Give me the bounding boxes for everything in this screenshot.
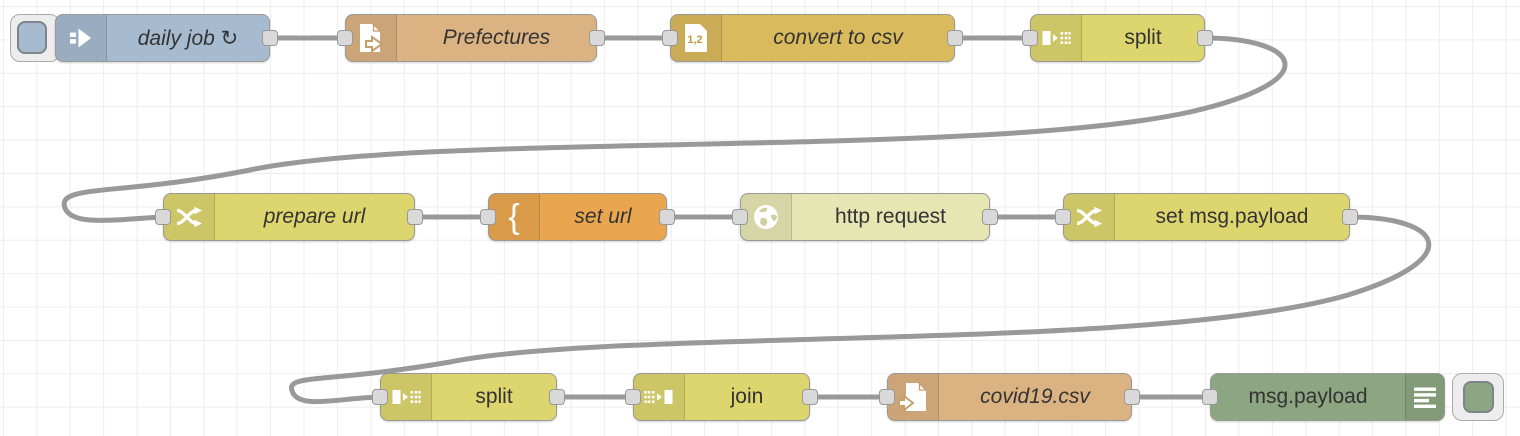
input-port[interactable] [1202, 389, 1218, 405]
wire[interactable] [289, 214, 1432, 405]
node-convert-to-csv[interactable]: 1,2 convert to csv [662, 14, 963, 62]
debug-lines-icon [1405, 374, 1444, 420]
node-set-msg-payload[interactable]: set msg.payload [1055, 193, 1358, 241]
output-port[interactable] [549, 389, 565, 405]
shuffle-icon [1064, 194, 1115, 240]
inject-button[interactable] [17, 21, 47, 54]
node-label: convert to csv [773, 26, 903, 49]
node-label: prepare url [263, 205, 366, 228]
output-port[interactable] [659, 209, 675, 225]
split-icon [381, 374, 432, 420]
output-port[interactable] [407, 209, 423, 225]
node-split-2[interactable]: split [372, 373, 565, 421]
node-http-request[interactable]: http request [732, 193, 998, 241]
join-icon [634, 374, 685, 420]
output-port[interactable] [982, 209, 998, 225]
node-covid19-csv[interactable]: covid19.csv [879, 373, 1140, 421]
csv-file-icon: 1,2 [671, 15, 722, 61]
input-port[interactable] [372, 389, 388, 405]
file-write-icon [888, 374, 939, 420]
node-label: daily job ↻ [137, 26, 239, 50]
node-file-prefectures[interactable]: Prefectures [337, 14, 605, 62]
output-port[interactable] [1197, 30, 1213, 46]
node-label: covid19.csv [980, 385, 1090, 408]
output-port[interactable] [589, 30, 605, 46]
node-label: Prefectures [442, 26, 551, 49]
node-join[interactable]: join [625, 373, 818, 421]
split-icon [1031, 15, 1082, 61]
node-set-url[interactable]: { set url [480, 193, 675, 241]
output-port[interactable] [1342, 209, 1358, 225]
curly-brace-icon: { [489, 194, 540, 240]
svg-text:{: { [508, 198, 519, 236]
node-label: join [730, 385, 764, 408]
input-port[interactable] [1055, 209, 1071, 225]
input-port[interactable] [337, 30, 353, 46]
input-port[interactable] [662, 30, 678, 46]
node-inject-daily-job[interactable]: daily job ↻ [55, 14, 278, 62]
globe-icon [741, 194, 792, 240]
node-label: split [1124, 26, 1162, 49]
node-split-1[interactable]: split [1022, 14, 1213, 62]
node-label: set msg.payload [1155, 205, 1309, 228]
debug-toggle-button[interactable] [1463, 381, 1494, 413]
input-port[interactable] [625, 389, 641, 405]
input-port[interactable] [480, 209, 496, 225]
wire[interactable] [61, 35, 1288, 223]
input-port[interactable] [1022, 30, 1038, 46]
node-label: set url [574, 205, 632, 228]
output-port[interactable] [802, 389, 818, 405]
input-port[interactable] [732, 209, 748, 225]
output-port[interactable] [947, 30, 963, 46]
output-port[interactable] [1124, 389, 1140, 405]
output-port[interactable] [262, 30, 278, 46]
node-label: msg.payload [1248, 385, 1368, 408]
svg-text:1,2: 1,2 [687, 34, 702, 46]
input-port[interactable] [879, 389, 895, 405]
node-debug-msg-payload[interactable]: msg.payload [1202, 373, 1445, 421]
inject-arrow-icon [56, 15, 107, 61]
node-label: split [475, 385, 513, 408]
node-prepare-url[interactable]: prepare url [155, 193, 423, 241]
node-label: http request [835, 205, 946, 228]
shuffle-icon [164, 194, 215, 240]
file-read-icon [346, 15, 397, 61]
input-port[interactable] [155, 209, 171, 225]
